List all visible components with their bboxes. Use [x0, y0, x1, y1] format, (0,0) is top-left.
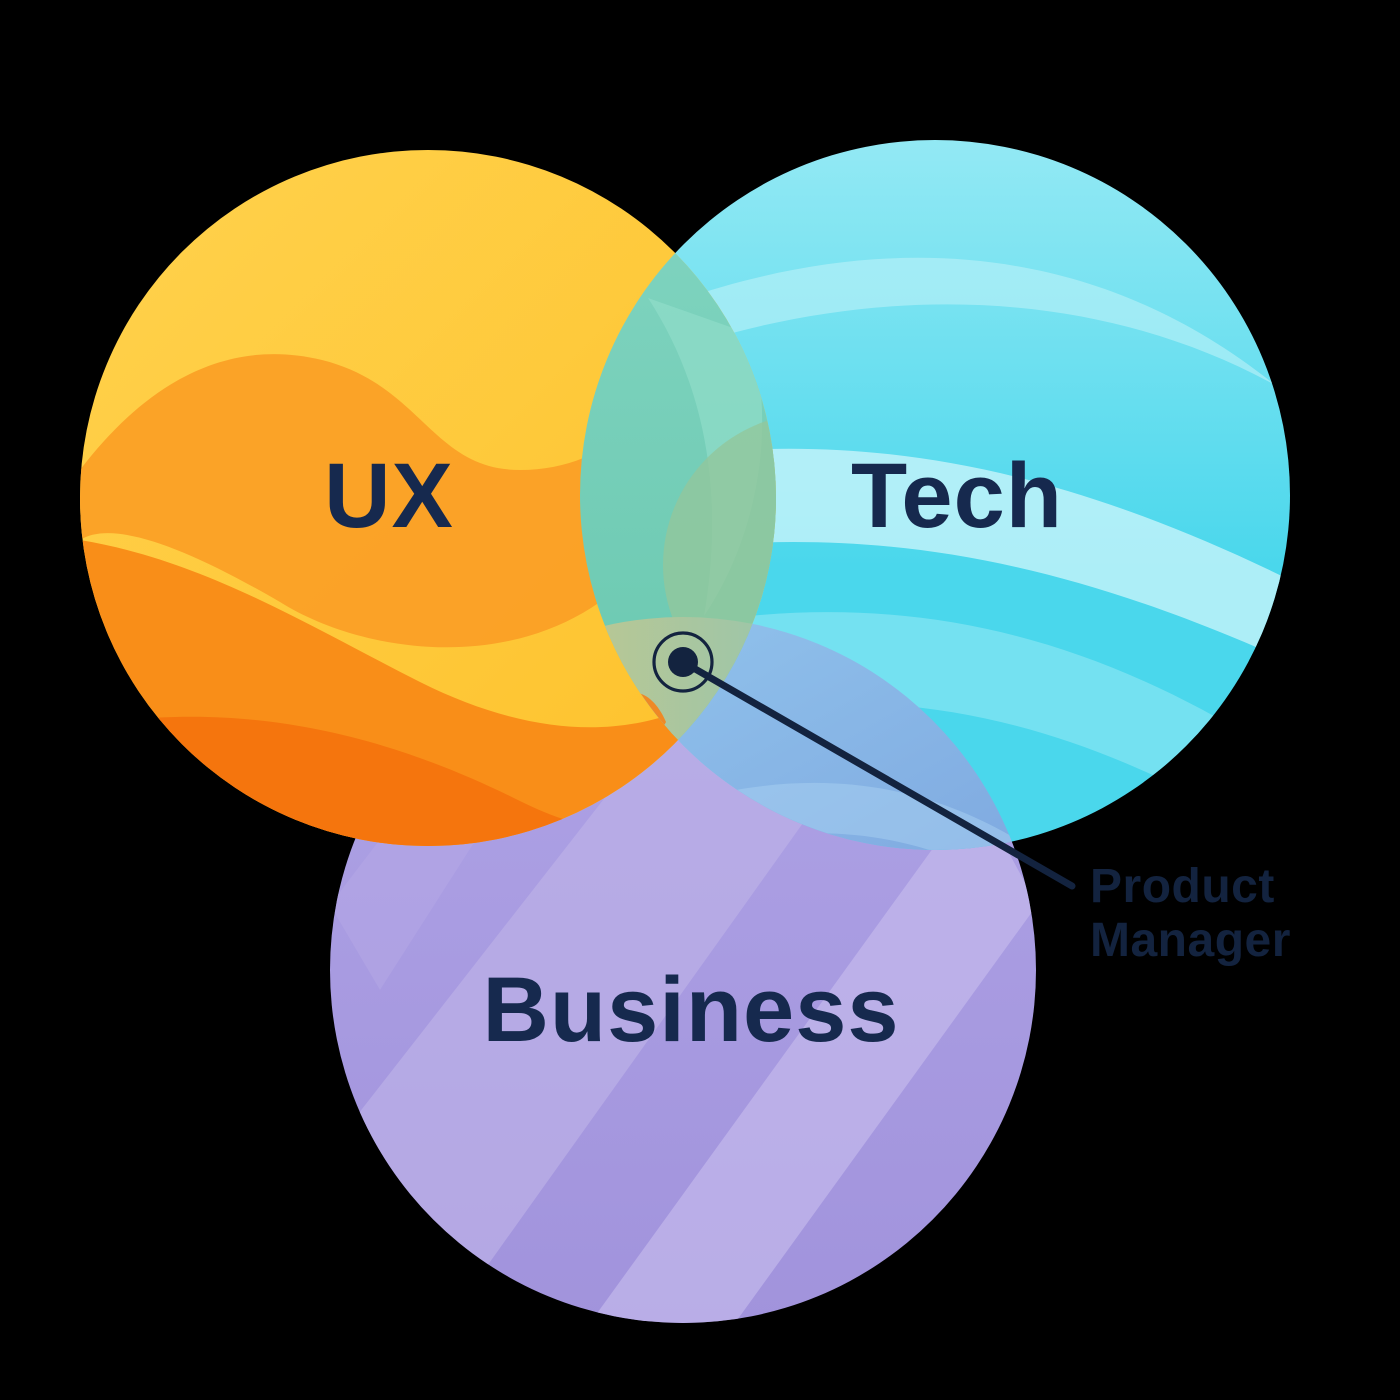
- ux-label: UX: [324, 445, 454, 547]
- business-label: Business: [482, 959, 899, 1061]
- center-marker-ring: [652, 631, 714, 693]
- tech-label: Tech: [851, 445, 1063, 547]
- center-marker-dot: [668, 647, 698, 677]
- tech-texture-swoosh-top: [680, 257, 1275, 385]
- business-texture-band2: [590, 790, 1036, 1323]
- annotation-label-line1: Product: [1090, 860, 1275, 913]
- annotation-line: [686, 662, 1076, 890]
- ux-texture-wave-mid: [80, 354, 688, 648]
- annotation-label-line2: Manager: [1090, 914, 1291, 967]
